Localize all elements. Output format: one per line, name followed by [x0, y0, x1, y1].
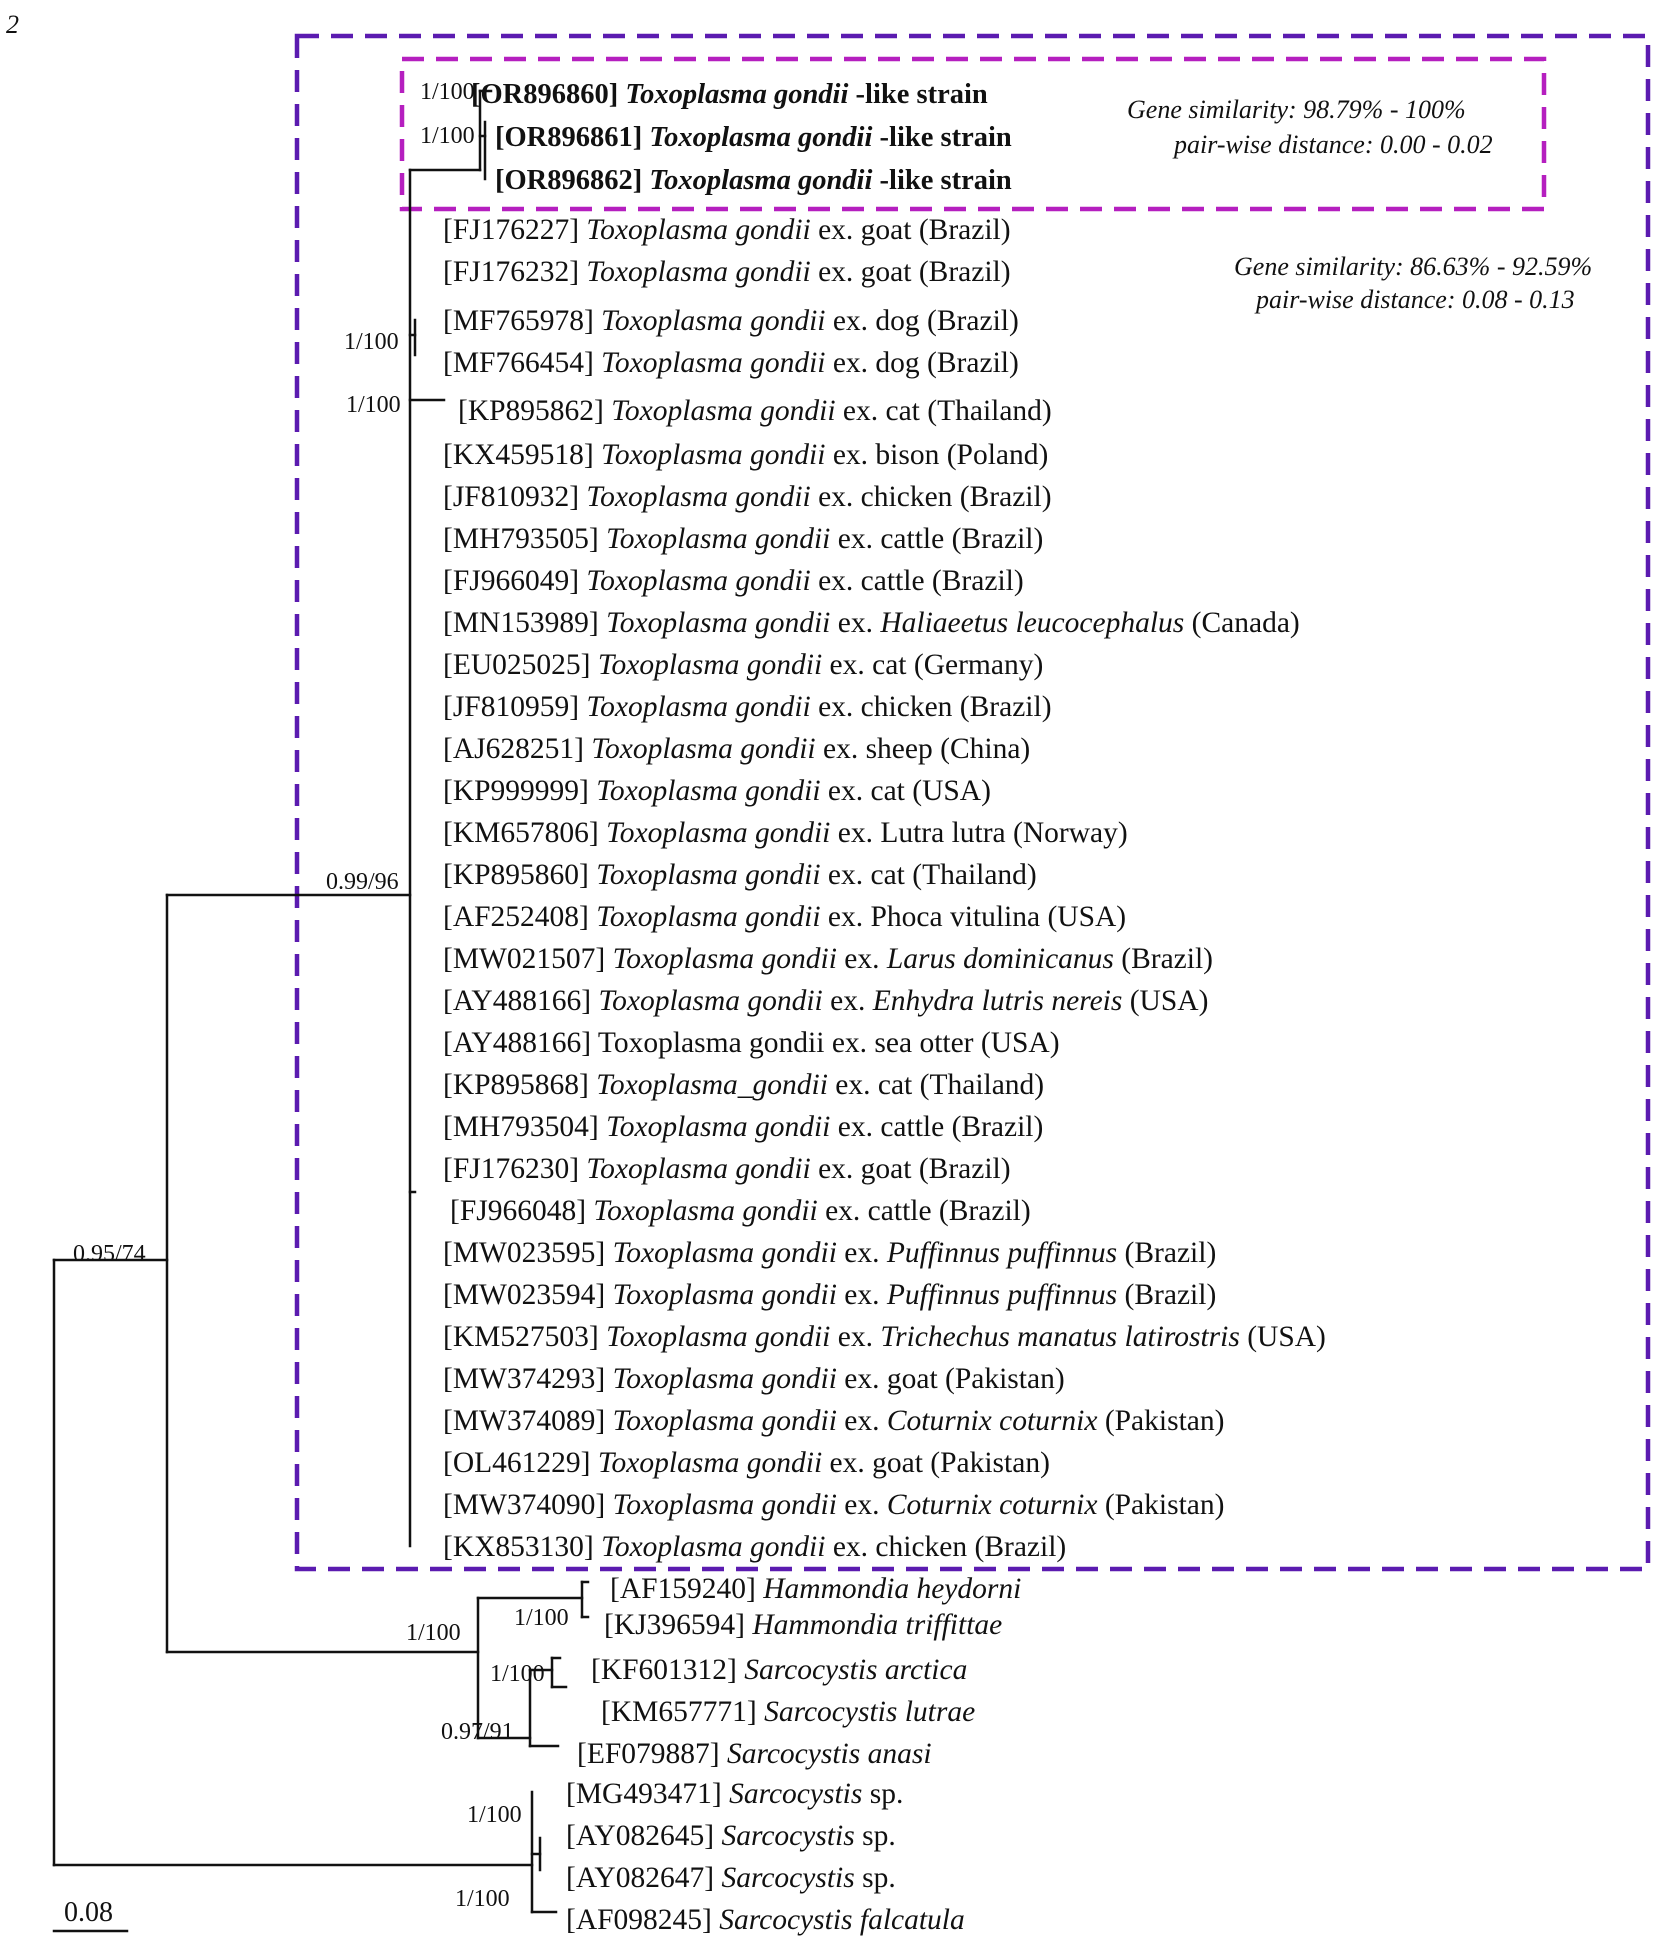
- leaf-label: [JF810959] Toxoplasma gondii ex. chicken…: [443, 691, 1052, 723]
- leaf-label: [FJ966049] Toxoplasma gondii ex. cattle …: [443, 565, 1024, 597]
- leaf-label: [MW374090] Toxoplasma gondii ex. Coturni…: [443, 1489, 1224, 1521]
- support-dog-pair: 1/100: [344, 329, 399, 355]
- tree-branches: [52, 89, 590, 1914]
- leaf-label: [OR896861] Toxoplasma gondii -like strai…: [495, 122, 1012, 153]
- leaf-label: [KX853130] Toxoplasma gondii ex. chicken…: [443, 1531, 1066, 1563]
- leaf-label: [AJ628251] Toxoplasma gondii ex. sheep (…: [443, 733, 1030, 765]
- leaf-label: [OR896862] Toxoplasma gondii -like strai…: [495, 165, 1012, 196]
- leaf-label: [MF765978] Toxoplasma gondii ex. dog (Br…: [443, 305, 1019, 337]
- support-sarcocystis-sp-a: 1/100: [467, 1802, 522, 1828]
- leaf-label: [EF079887] Sarcocystis anasi: [577, 1738, 932, 1770]
- panel-label: 2: [6, 10, 19, 39]
- leaf-label: [OL461229] Toxoplasma gondii ex. goat (P…: [443, 1447, 1050, 1479]
- leaf-label: [FJ966048] Toxoplasma gondii ex. cattle …: [450, 1195, 1031, 1227]
- leaf-label: [MW374089] Toxoplasma gondii ex. Coturni…: [443, 1405, 1224, 1437]
- leaf-label: [FJ176230] Toxoplasma gondii ex. goat (B…: [443, 1153, 1011, 1185]
- leaf-label: [MH793504] Toxoplasma gondii ex. cattle …: [443, 1111, 1043, 1143]
- support-hammondia: 1/100: [514, 1605, 569, 1631]
- leaf-label: [MH793505] Toxoplasma gondii ex. cattle …: [443, 523, 1043, 555]
- leaf-label: [KM657771] Sarcocystis lutrae: [601, 1696, 975, 1728]
- leaf-label: [FJ176227] Toxoplasma gondii ex. goat (B…: [443, 214, 1011, 246]
- leaf-label: [MW021507] Toxoplasma gondii ex. Larus d…: [443, 943, 1213, 975]
- leaf-label: [MW023594] Toxoplasma gondii ex. Puffinn…: [443, 1279, 1216, 1311]
- leaf-label: [AY082645] Sarcocystis sp.: [566, 1820, 896, 1852]
- leaf-label: [JF810932] Toxoplasma gondii ex. chicken…: [443, 481, 1052, 513]
- leaf-label: [KP999999] Toxoplasma gondii ex. cat (US…: [443, 775, 991, 807]
- leaf-label: [KM527503] Toxoplasma gondii ex. Trichec…: [443, 1321, 1326, 1353]
- leaf-label: [EU025025] Toxoplasma gondii ex. cat (Ge…: [443, 649, 1043, 681]
- support-sarcocystis-sp-b: 1/100: [455, 1886, 510, 1912]
- leaf-label: [AF159240] Hammondia heydorni: [610, 1573, 1021, 1605]
- outer-note-similarity: Gene similarity: 86.63% - 92.59%: [1234, 252, 1592, 281]
- support-hammondia-sarcocystis: 1/100: [406, 1620, 461, 1646]
- outer-clade-box: [294, 33, 1651, 1572]
- leaf-label: [AF098245] Sarcocystis falcatula: [566, 1904, 965, 1936]
- leaf-label: [KX459518] Toxoplasma gondii ex. bison (…: [443, 439, 1048, 471]
- leaf-label: [AY082647] Sarcocystis sp.: [566, 1862, 896, 1894]
- leaf-label: [AY488166] Toxoplasma gondii ex. sea ott…: [443, 1027, 1060, 1059]
- leaf-label: [MF766454] Toxoplasma gondii ex. dog (Br…: [443, 347, 1019, 379]
- support-sarcocystis-group: 0.97/91: [441, 1719, 514, 1745]
- support-root: 0.95/74: [73, 1241, 146, 1267]
- leaf-label: [MW374293] Toxoplasma gondii ex. goat (P…: [443, 1363, 1065, 1395]
- leaf-label: [MG493471] Sarcocystis sp.: [566, 1778, 903, 1810]
- leaf-label: [KM657806] Toxoplasma gondii ex. Lutra l…: [443, 817, 1128, 849]
- support-highlight-outer: 1/100: [420, 79, 475, 105]
- leaf-label: [KF601312] Sarcocystis arctica: [591, 1654, 967, 1686]
- leaf-label: [KP895868] Toxoplasma_gondii ex. cat (Th…: [443, 1069, 1044, 1101]
- leaf-label: [KJ396594] Hammondia triffittae: [604, 1609, 1002, 1641]
- inner-note-distance: pair-wise distance: 0.00 - 0.02: [1172, 130, 1493, 159]
- outer-note-distance: pair-wise distance: 0.08 - 0.13: [1254, 285, 1575, 314]
- support-highlight-inner: 1/100: [420, 123, 475, 149]
- leaf-label: [KP895862] Toxoplasma gondii ex. cat (Th…: [458, 395, 1052, 427]
- scale-bar-label: 0.08: [64, 1897, 113, 1928]
- leaf-label: [MW023595] Toxoplasma gondii ex. Puffinn…: [443, 1237, 1216, 1269]
- leaf-label: [MN153989] Toxoplasma gondii ex. Haliaee…: [443, 607, 1300, 639]
- leaf-label: [AY488166] Toxoplasma gondii ex. Enhydra…: [443, 985, 1208, 1017]
- leaf-label: [OR896860] Toxoplasma gondii -like strai…: [471, 79, 988, 110]
- support-toxo-clade: 0.99/96: [326, 869, 399, 895]
- leaf-label: [FJ176232] Toxoplasma gondii ex. goat (B…: [443, 256, 1011, 288]
- leaf-labels: [OR896860] Toxoplasma gondii -like strai…: [443, 79, 1326, 1936]
- support-cat-kp895862: 1/100: [346, 392, 401, 418]
- leaf-label: [AF252408] Toxoplasma gondii ex. Phoca v…: [443, 901, 1126, 933]
- inner-note-similarity: Gene similarity: 98.79% - 100%: [1127, 95, 1466, 124]
- leaf-label: [KP895860] Toxoplasma gondii ex. cat (Th…: [443, 859, 1037, 891]
- support-arctica-lutrae: 1/100: [490, 1661, 545, 1687]
